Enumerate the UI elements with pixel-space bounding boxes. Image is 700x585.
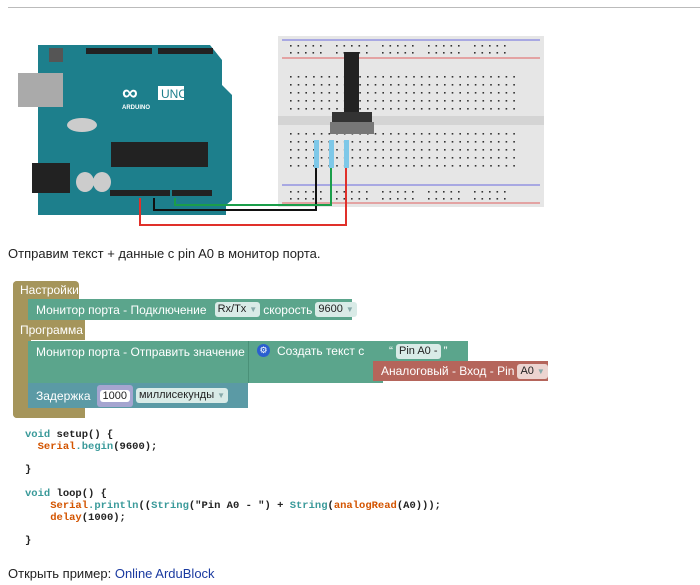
analog-pin-dropdown[interactable]: A0▼ <box>517 363 548 379</box>
serial-connect-block[interactable]: Монитор порта - Подключение Rx/Tx▼ скоро… <box>28 299 357 320</box>
arduino-board: ∞ ARDUINO UNO <box>18 45 232 215</box>
delay-label: Задержка <box>36 388 91 403</box>
delay-unit-dropdown[interactable]: миллисекунды▼ <box>135 388 229 403</box>
text-string-field[interactable]: Pin A0 - <box>396 343 441 359</box>
serial-connect-label: Монитор порта - Подключение <box>36 302 207 317</box>
setup-block-spine <box>13 281 31 418</box>
text-string-block[interactable]: “ Pin A0 - ” <box>383 341 468 361</box>
online-ardublock-link[interactable]: Online ArduBlock <box>114 566 215 581</box>
serial-send-label: Монитор порта - Отправить значение <box>36 345 245 359</box>
serial-send-block[interactable]: Монитор порта - Отправить значение <box>28 341 248 383</box>
open-quote: “ <box>389 344 393 358</box>
speed-dropdown[interactable]: 9600▼ <box>315 302 357 317</box>
code-listing: void setup() { Serial.begin(9600); } voi… <box>25 429 441 548</box>
wires <box>139 168 347 226</box>
gear-icon[interactable]: ⚙ <box>257 344 270 357</box>
delay-value-input[interactable]: 1000 <box>99 389 130 402</box>
port-dropdown[interactable]: Rx/Tx▼ <box>214 302 261 317</box>
setup-block-bottom <box>13 408 85 418</box>
svg-text:UNO: UNO <box>161 87 188 101</box>
footer-label: Открыть пример: <box>8 566 115 581</box>
close-quote: ” <box>443 344 448 358</box>
delay-block[interactable]: Задержка 1000 миллисекунды▼ <box>28 383 248 408</box>
delay-value-slot: 1000 <box>96 384 133 407</box>
svg-text:ARDUINO: ARDUINO <box>122 105 150 111</box>
analog-read-label: Аналоговый - Вход - Pin <box>381 364 515 378</box>
circuit-diagram: ∞ ARDUINO UNO <box>18 36 544 226</box>
footer: Открыть пример: Online ArduBlock <box>8 566 215 581</box>
divider <box>8 7 700 8</box>
intro-text: Отправим текст + данные с pin A0 в монит… <box>8 246 321 261</box>
potentiometer <box>314 52 374 168</box>
svg-text:∞: ∞ <box>122 80 138 105</box>
program-block-label[interactable]: Программа <box>13 320 85 340</box>
create-text-block[interactable]: ⚙ Создать текст с <box>248 341 383 383</box>
breadboard <box>278 36 544 207</box>
create-text-label: Создать текст с <box>277 344 365 358</box>
setup-block-label[interactable]: Настройки <box>13 281 79 299</box>
analog-read-block[interactable]: Аналоговый - Вход - Pin A0▼ <box>373 361 548 381</box>
speed-label: скорость <box>263 302 313 317</box>
